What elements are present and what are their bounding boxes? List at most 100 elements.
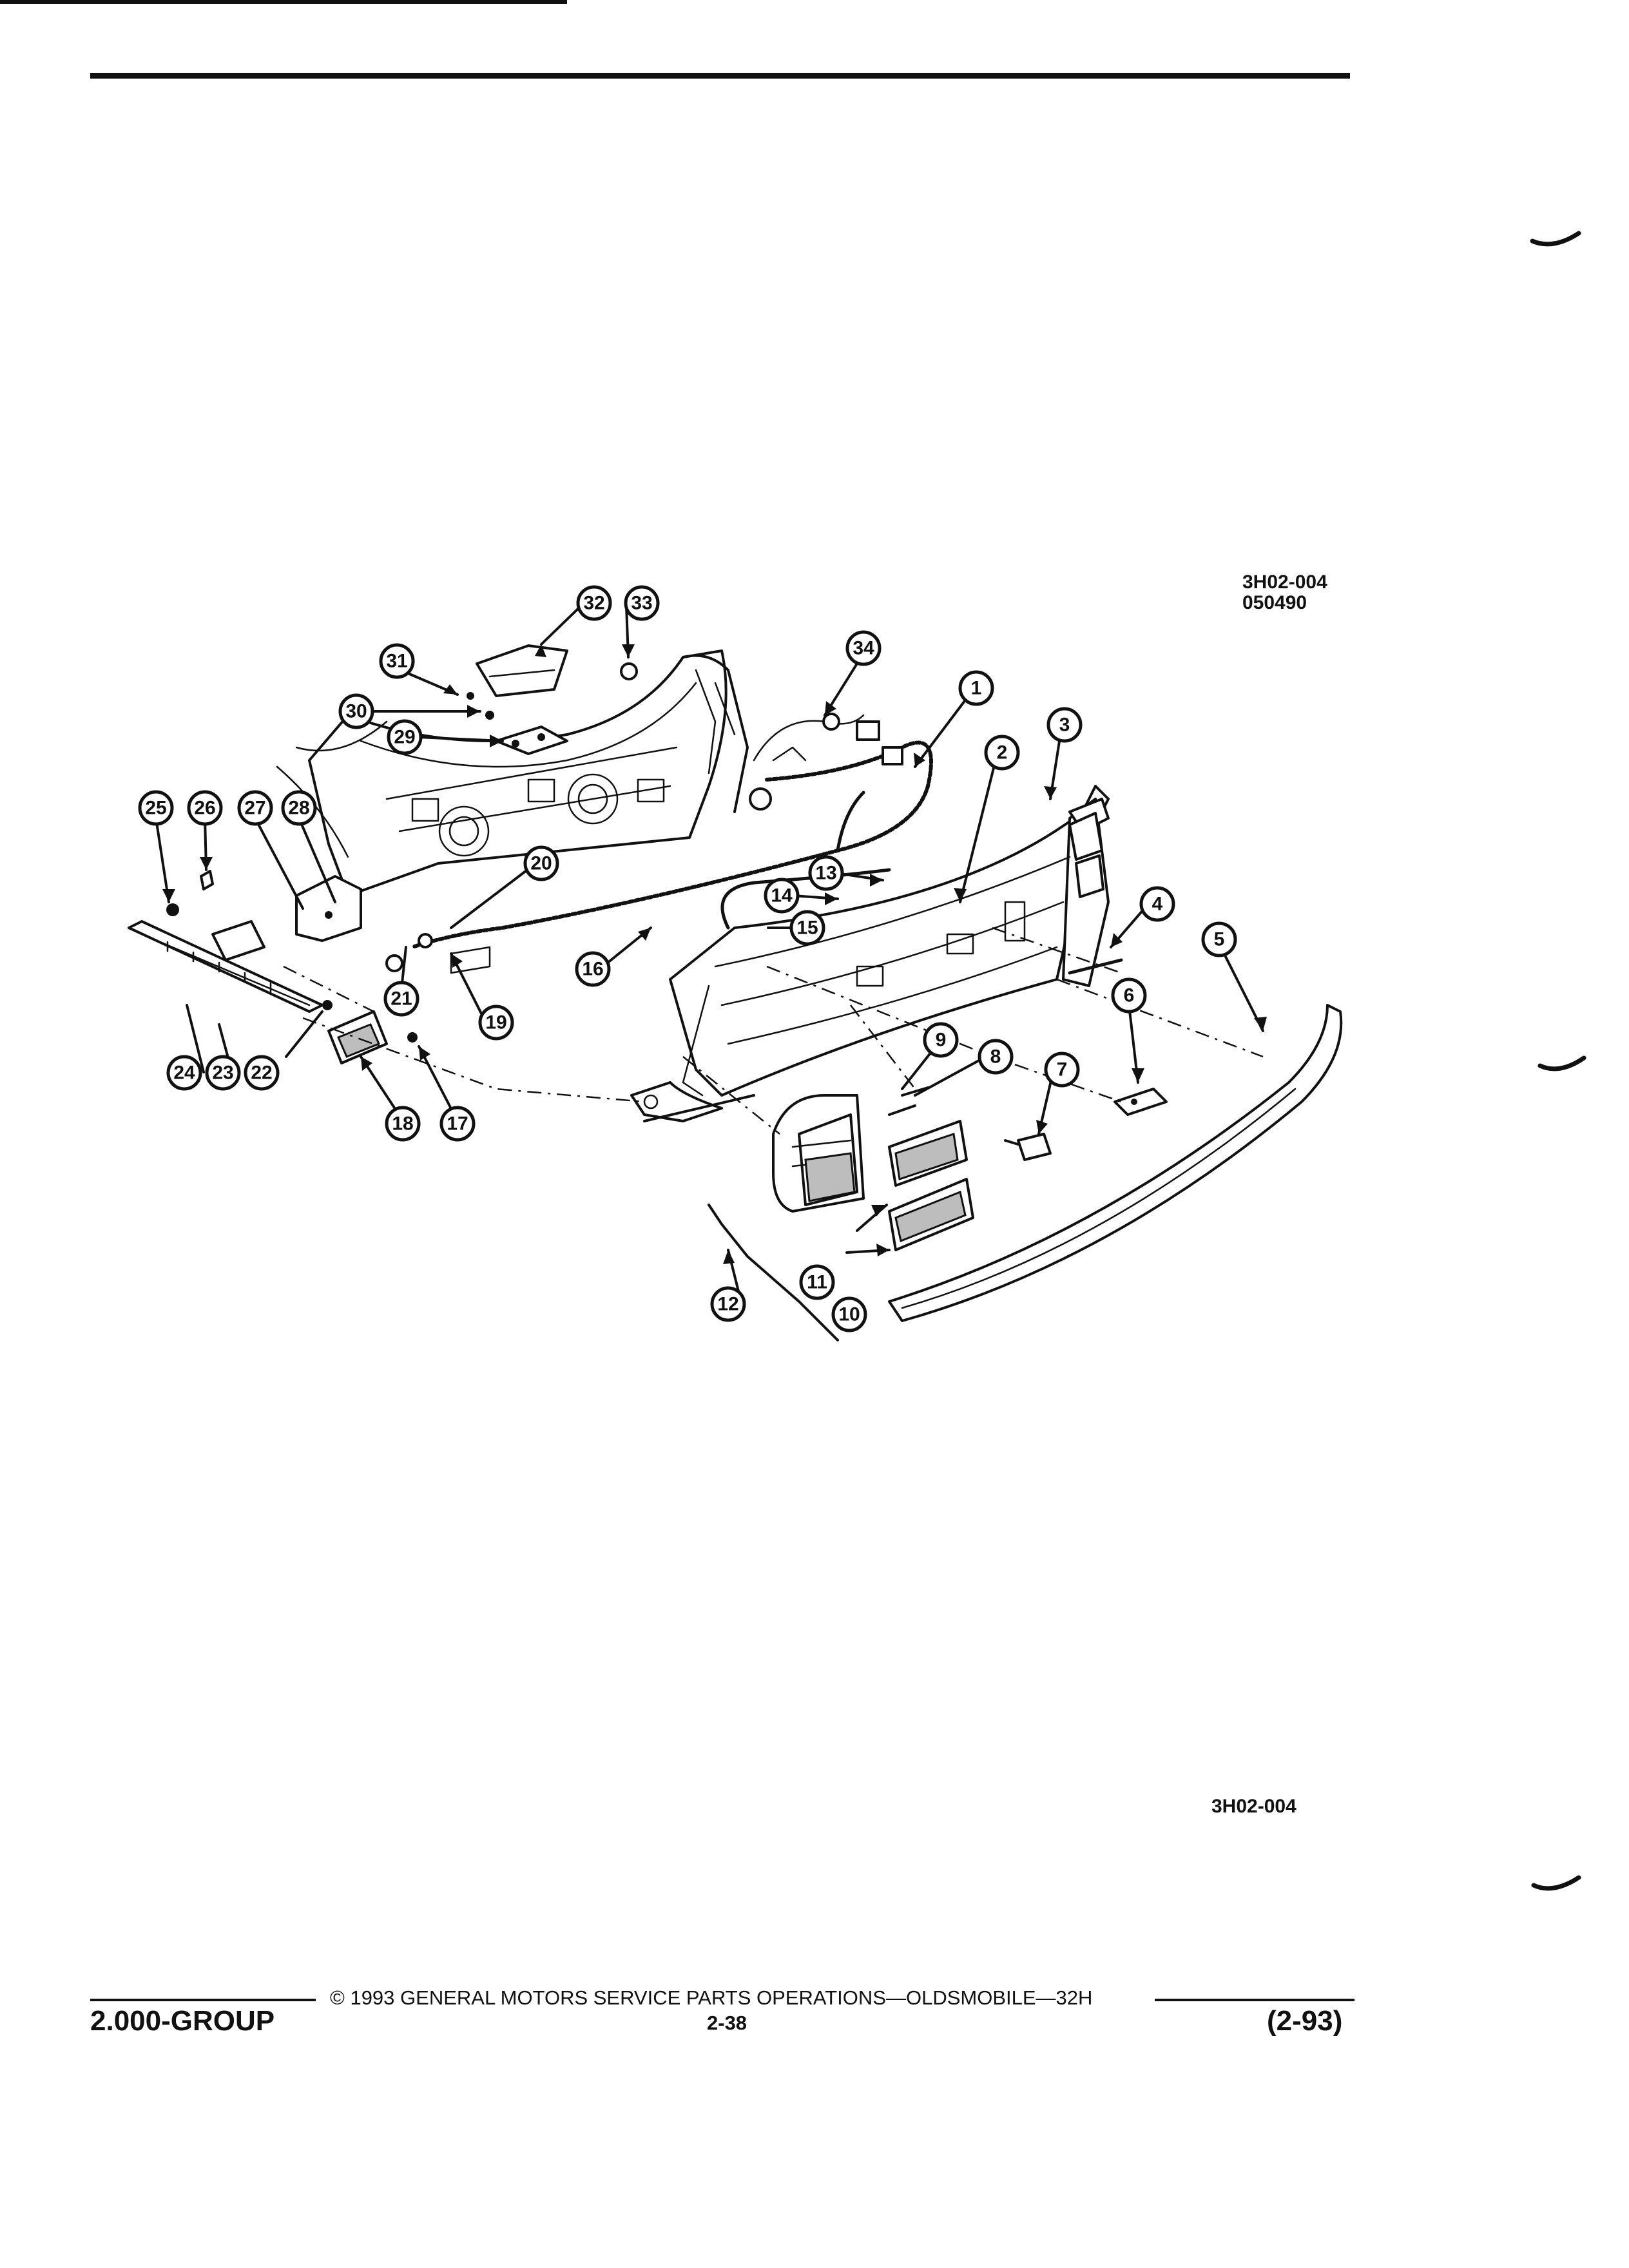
svg-text:1: 1 (971, 678, 982, 699)
callout-7: 7 (1044, 1052, 1080, 1088)
page-edge-mark (1530, 231, 1581, 247)
callout-27: 27 (237, 790, 273, 826)
callout-22: 22 (244, 1055, 280, 1091)
assembly-bracket (708, 1204, 839, 1341)
svg-text:25: 25 (145, 798, 166, 819)
bulb-part (888, 1104, 916, 1116)
svg-text:5: 5 (1214, 929, 1225, 950)
grommet (418, 933, 433, 948)
callout-23: 23 (205, 1055, 241, 1091)
callout-28: 28 (281, 790, 317, 826)
svg-text:32: 32 (583, 593, 604, 614)
illustration-code-bottom: 3H02-004 (1211, 1796, 1296, 1817)
svg-text:6: 6 (1124, 985, 1135, 1006)
callout-19: 19 (478, 1004, 514, 1041)
svg-text:9: 9 (936, 1030, 947, 1051)
svg-text:26: 26 (194, 798, 215, 819)
callout-9: 9 (923, 1022, 959, 1058)
svg-text:18: 18 (392, 1113, 413, 1135)
nut (485, 711, 494, 720)
footer-copyright: © 1993 GENERAL MOTORS SERVICE PARTS OPER… (330, 1986, 1093, 2009)
grommet (385, 954, 403, 972)
high-mount-stop-lamp (476, 644, 568, 697)
callout-14: 14 (764, 878, 800, 914)
callout-31: 31 (379, 643, 415, 679)
fastener (166, 903, 179, 916)
svg-text:4: 4 (1152, 894, 1163, 915)
svg-text:10: 10 (838, 1304, 860, 1325)
callout-29: 29 (387, 719, 423, 755)
callout-33: 33 (624, 585, 660, 621)
callout-2: 2 (984, 735, 1020, 771)
svg-text:28: 28 (288, 798, 309, 819)
left-panel-extension (295, 875, 362, 942)
bumper-fascia (888, 1004, 1343, 1322)
callout-30: 30 (338, 693, 374, 729)
lamp-socket (1004, 1133, 1052, 1161)
rear-body-panel (276, 649, 749, 897)
clip (200, 870, 214, 890)
callout-16: 16 (575, 951, 611, 987)
callout-24: 24 (166, 1055, 202, 1091)
svg-text:12: 12 (717, 1294, 738, 1315)
callout-6: 6 (1111, 977, 1147, 1014)
callout-17: 17 (439, 1106, 476, 1142)
footer-revision: (2-93) (1267, 2005, 1343, 2037)
marker-nut (407, 1032, 418, 1043)
page-edge-mark (1537, 1055, 1586, 1072)
svg-text:14: 14 (771, 885, 793, 907)
svg-text:30: 30 (345, 701, 367, 722)
callout-25: 25 (138, 790, 174, 826)
svg-text:8: 8 (990, 1046, 1001, 1068)
callout-20: 20 (523, 845, 559, 881)
callout-26: 26 (187, 790, 223, 826)
callout-4: 4 (1139, 886, 1175, 922)
header-rule (90, 73, 1350, 79)
svg-text:22: 22 (251, 1062, 272, 1084)
svg-text:3: 3 (1059, 715, 1070, 736)
side-lamp-cluster (1068, 812, 1104, 898)
grommet (620, 662, 638, 680)
callout-18: 18 (385, 1106, 421, 1142)
wiring-harness (410, 713, 933, 949)
leader-arrowheads (162, 644, 1267, 1264)
svg-text:13: 13 (815, 863, 836, 884)
callout-15: 15 (789, 910, 825, 946)
callout-5: 5 (1201, 921, 1237, 957)
tail-lamp-assembly (772, 1094, 865, 1213)
illustration-code-top: 3H02-004 (1242, 572, 1327, 593)
svg-text:15: 15 (796, 918, 818, 939)
leader-lines (155, 604, 1264, 1303)
svg-text:33: 33 (631, 593, 652, 614)
callout-8: 8 (978, 1039, 1014, 1075)
nameplate (1068, 958, 1123, 975)
svg-text:29: 29 (394, 727, 415, 748)
svg-text:16: 16 (582, 959, 603, 980)
svg-text:23: 23 (212, 1062, 233, 1084)
svg-text:31: 31 (386, 651, 407, 672)
lamp-bracket (495, 726, 568, 755)
svg-text:34: 34 (853, 638, 874, 659)
callout-34: 34 (845, 630, 882, 666)
footer-rule-left (90, 1999, 316, 2001)
lower-trim-rail (630, 1081, 755, 1122)
svg-text:7: 7 (1057, 1059, 1068, 1081)
license-lamp (1113, 1088, 1168, 1116)
callout-32: 32 (576, 585, 612, 621)
page-edge-mark (1531, 1875, 1581, 1891)
callout-21: 21 (383, 981, 419, 1017)
svg-text:21: 21 (390, 988, 412, 1010)
retainer-bracket (450, 946, 491, 974)
footer-page-number: 2-38 (707, 2012, 747, 2034)
svg-text:17: 17 (447, 1113, 468, 1135)
reflector-lens (211, 920, 265, 961)
top-edge-rule (0, 0, 567, 4)
svg-text:11: 11 (807, 1272, 827, 1293)
screw (467, 692, 474, 700)
footer-group: 2.000-GROUP (90, 2005, 275, 2037)
svg-text:20: 20 (530, 853, 552, 874)
callout-13: 13 (808, 855, 844, 891)
svg-text:2: 2 (997, 742, 1008, 764)
callout-1: 1 (958, 670, 994, 706)
